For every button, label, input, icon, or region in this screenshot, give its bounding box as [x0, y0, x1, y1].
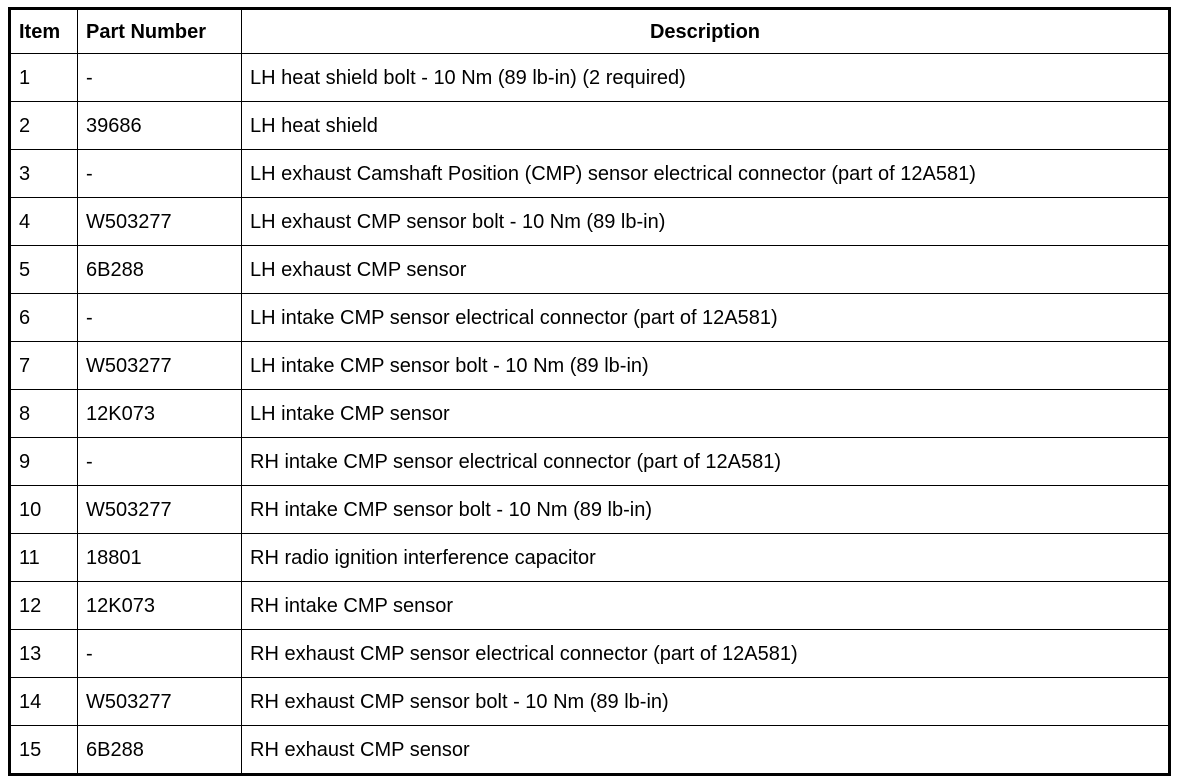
- table-row: 15 6B288 RH exhaust CMP sensor: [9, 725, 1170, 775]
- cell-description: LH heat shield: [241, 101, 1170, 150]
- cell-description: RH exhaust CMP sensor electrical connect…: [241, 629, 1170, 678]
- cell-description: LH exhaust CMP sensor: [241, 245, 1170, 294]
- cell-item: 2: [9, 101, 78, 150]
- cell-item: 8: [9, 389, 78, 438]
- cell-part-number: 18801: [77, 533, 242, 582]
- cell-item: 13: [9, 629, 78, 678]
- cell-description: RH radio ignition interference capacitor: [241, 533, 1170, 582]
- table-row: 4 W503277 LH exhaust CMP sensor bolt - 1…: [9, 197, 1170, 246]
- cell-description: RH intake CMP sensor electrical connecto…: [241, 437, 1170, 486]
- cell-part-number: 12K073: [77, 581, 242, 630]
- table-body: 1 - LH heat shield bolt - 10 Nm (89 lb-i…: [9, 53, 1170, 775]
- column-header-description: Description: [241, 8, 1170, 54]
- cell-part-number: -: [77, 629, 242, 678]
- cell-part-number: 39686: [77, 101, 242, 150]
- cell-description: LH exhaust CMP sensor bolt - 10 Nm (89 l…: [241, 197, 1170, 246]
- cell-part-number: 12K073: [77, 389, 242, 438]
- cell-item: 4: [9, 197, 78, 246]
- cell-part-number: W503277: [77, 485, 242, 534]
- cell-description: RH intake CMP sensor: [241, 581, 1170, 630]
- table-row: 7 W503277 LH intake CMP sensor bolt - 10…: [9, 341, 1170, 390]
- cell-part-number: 6B288: [77, 725, 242, 775]
- cell-part-number: -: [77, 149, 242, 198]
- table-row: 11 18801 RH radio ignition interference …: [9, 533, 1170, 582]
- cell-item: 14: [9, 677, 78, 726]
- cell-part-number: -: [77, 53, 242, 102]
- column-header-part-number: Part Number: [77, 8, 242, 54]
- cell-description: LH exhaust Camshaft Position (CMP) senso…: [241, 149, 1170, 198]
- cell-description: LH intake CMP sensor electrical connecto…: [241, 293, 1170, 342]
- cell-part-number: -: [77, 293, 242, 342]
- parts-legend-table: Item Part Number Description 1 - LH heat…: [8, 7, 1171, 776]
- table-row: 3 - LH exhaust Camshaft Position (CMP) s…: [9, 149, 1170, 198]
- cell-description: RH exhaust CMP sensor: [241, 725, 1170, 775]
- cell-description: LH heat shield bolt - 10 Nm (89 lb-in) (…: [241, 53, 1170, 102]
- cell-item: 5: [9, 245, 78, 294]
- cell-item: 10: [9, 485, 78, 534]
- table-row: 9 - RH intake CMP sensor electrical conn…: [9, 437, 1170, 486]
- cell-description: RH exhaust CMP sensor bolt - 10 Nm (89 l…: [241, 677, 1170, 726]
- table-row: 14 W503277 RH exhaust CMP sensor bolt - …: [9, 677, 1170, 726]
- cell-item: 11: [9, 533, 78, 582]
- table-row: 5 6B288 LH exhaust CMP sensor: [9, 245, 1170, 294]
- table-row: 6 - LH intake CMP sensor electrical conn…: [9, 293, 1170, 342]
- cell-description: LH intake CMP sensor bolt - 10 Nm (89 lb…: [241, 341, 1170, 390]
- cell-item: 7: [9, 341, 78, 390]
- cell-part-number: W503277: [77, 341, 242, 390]
- cell-item: 9: [9, 437, 78, 486]
- cell-item: 12: [9, 581, 78, 630]
- cell-item: 1: [9, 53, 78, 102]
- cell-description: LH intake CMP sensor: [241, 389, 1170, 438]
- cell-part-number: 6B288: [77, 245, 242, 294]
- column-header-item: Item: [9, 8, 78, 54]
- table-header: Item Part Number Description: [9, 8, 1170, 54]
- table-row: 10 W503277 RH intake CMP sensor bolt - 1…: [9, 485, 1170, 534]
- table-header-row: Item Part Number Description: [9, 8, 1170, 54]
- table-row: 2 39686 LH heat shield: [9, 101, 1170, 150]
- cell-part-number: -: [77, 437, 242, 486]
- cell-item: 6: [9, 293, 78, 342]
- table-row: 13 - RH exhaust CMP sensor electrical co…: [9, 629, 1170, 678]
- cell-part-number: W503277: [77, 677, 242, 726]
- table-row: 8 12K073 LH intake CMP sensor: [9, 389, 1170, 438]
- cell-item: 3: [9, 149, 78, 198]
- table-row: 12 12K073 RH intake CMP sensor: [9, 581, 1170, 630]
- cell-part-number: W503277: [77, 197, 242, 246]
- cell-item: 15: [9, 725, 78, 775]
- cell-description: RH intake CMP sensor bolt - 10 Nm (89 lb…: [241, 485, 1170, 534]
- table-row: 1 - LH heat shield bolt - 10 Nm (89 lb-i…: [9, 53, 1170, 102]
